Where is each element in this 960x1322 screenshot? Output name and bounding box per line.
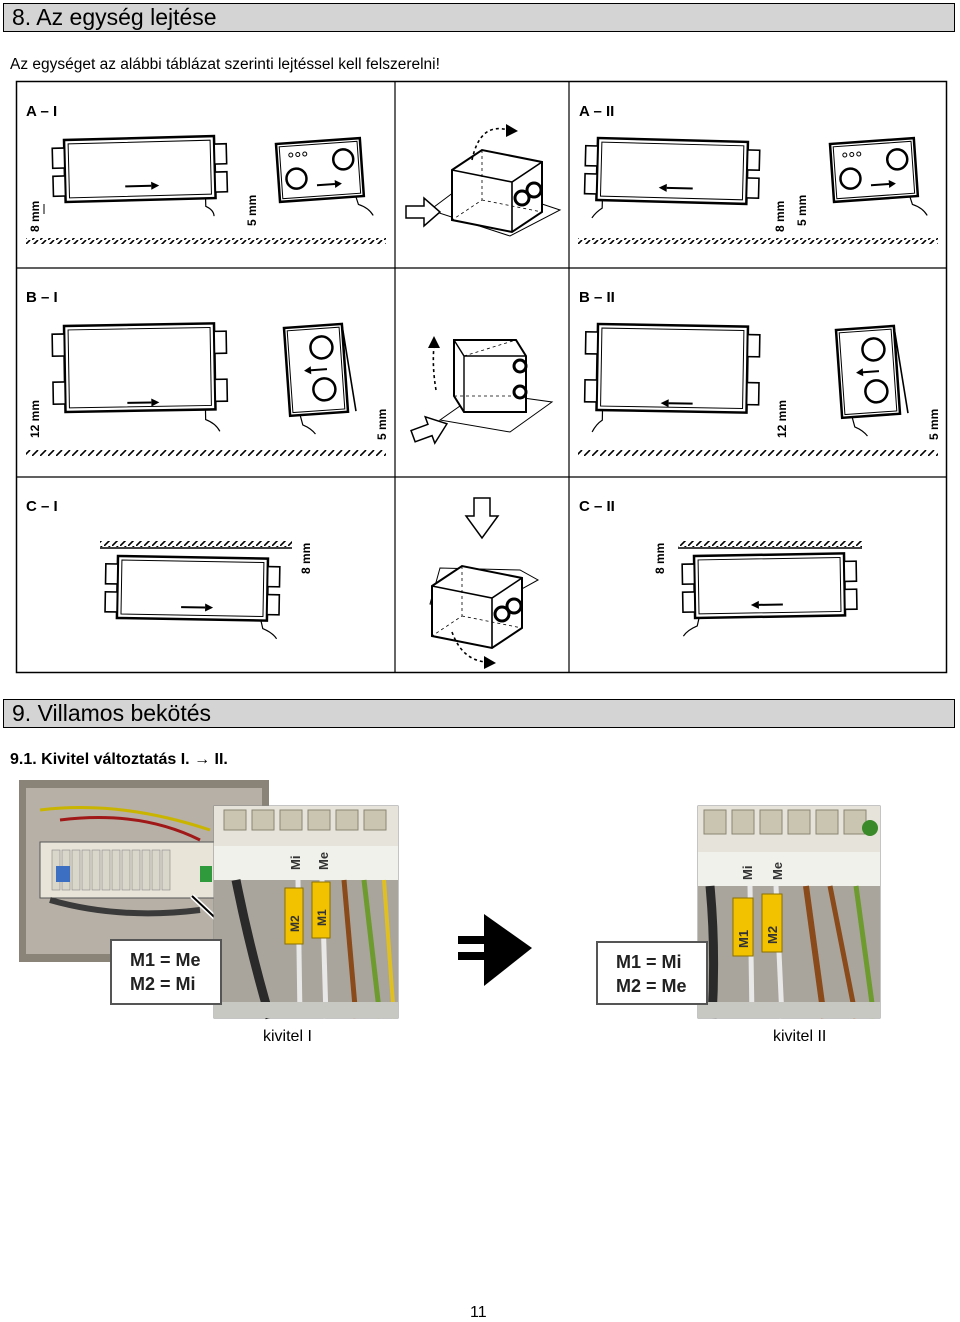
unit-side-view [274, 136, 374, 216]
floor-hatch [578, 238, 938, 244]
terminal-closeup-photo: Mi Me M2 M1 [213, 805, 399, 1020]
dim-5mm: 5 mm [375, 409, 389, 440]
left-label-line2: M2 = Mi [130, 974, 196, 994]
dim-5mm: 5 mm [795, 195, 809, 226]
unit-front-view [50, 134, 229, 217]
tag-m2-text: M2 [765, 926, 780, 944]
dim-12mm: 12 mm [28, 400, 42, 438]
section-heading-9: 9. Villamos bekötés [3, 699, 955, 728]
tag-me-text: Me [316, 852, 331, 870]
right-label-line2: M2 = Me [616, 976, 687, 996]
unit-side-view [282, 322, 357, 435]
section-heading-8: 8. Az egység lejtése [3, 3, 955, 32]
unit-side-view [828, 136, 928, 216]
label-c-i: C – I [26, 498, 58, 515]
wiring-label-right: M1 = Mi M2 = Me [596, 941, 708, 1005]
intro-text: Az egységet az alábbi táblázat szerinti … [10, 56, 440, 73]
unit-side-view [834, 324, 909, 437]
page-number: 11 [470, 1304, 487, 1321]
caption-kivitel-ii: kivitel II [773, 1028, 827, 1045]
ceiling-hatch [678, 541, 862, 547]
dim-8mm: 8 mm [28, 201, 42, 232]
wiring-label-left: M1 = Me M2 = Mi [110, 939, 222, 1005]
tag-m2-text: M2 [288, 915, 302, 932]
left-label-line1: M1 = Me [130, 950, 201, 970]
label-a-ii: A – II [579, 103, 614, 120]
tag-m1-text: M1 [736, 930, 751, 948]
floor-hatch [26, 238, 386, 244]
orientation-sketch [429, 497, 540, 669]
dim-12mm: 12 mm [775, 400, 789, 438]
unit-front-view [51, 322, 229, 432]
tag-mi-text: Mi [740, 866, 755, 880]
dim-8mm: 8 mm [299, 543, 313, 574]
dim-8mm: 8 mm [653, 543, 667, 574]
tag-me-text: Me [770, 862, 785, 880]
orientation-sketch [410, 336, 554, 445]
unit-front-view [680, 551, 859, 637]
orientation-sketch [405, 124, 562, 237]
dim-5mm: 5 mm [927, 409, 941, 440]
tag-mi-text: Mi [288, 856, 303, 870]
unit-front-view [583, 322, 761, 433]
subsection-heading: 9.1. Kivitel változtatás I. → II. [10, 751, 228, 768]
ceiling-hatch [100, 541, 292, 547]
label-b-ii: B – II [579, 289, 615, 306]
label-a-i: A – I [26, 103, 57, 120]
unit-front-view [583, 136, 762, 219]
mounting-slope-diagram: A – I A – II B – I B – II C – I C – II 8… [15, 80, 948, 674]
wiring-photos: Mi Me M2 M1 M1 = Me M2 = Mi [19, 780, 881, 1020]
label-c-ii: C – II [579, 498, 615, 515]
unit-front-view [103, 554, 282, 640]
conversion-arrow-icon [458, 914, 532, 986]
dim-8mm: 8 mm [773, 201, 787, 232]
caption-kivitel-i: kivitel I [263, 1028, 312, 1045]
floor-hatch [578, 450, 938, 456]
floor-hatch [26, 450, 386, 456]
right-label-line1: M1 = Mi [616, 952, 682, 972]
dim-5mm: 5 mm [245, 195, 259, 226]
terminal-closeup-photo: Mi Me M1 M2 [697, 805, 881, 1019]
label-b-i: B – I [26, 289, 58, 306]
tag-m1-text: M1 [315, 909, 329, 926]
